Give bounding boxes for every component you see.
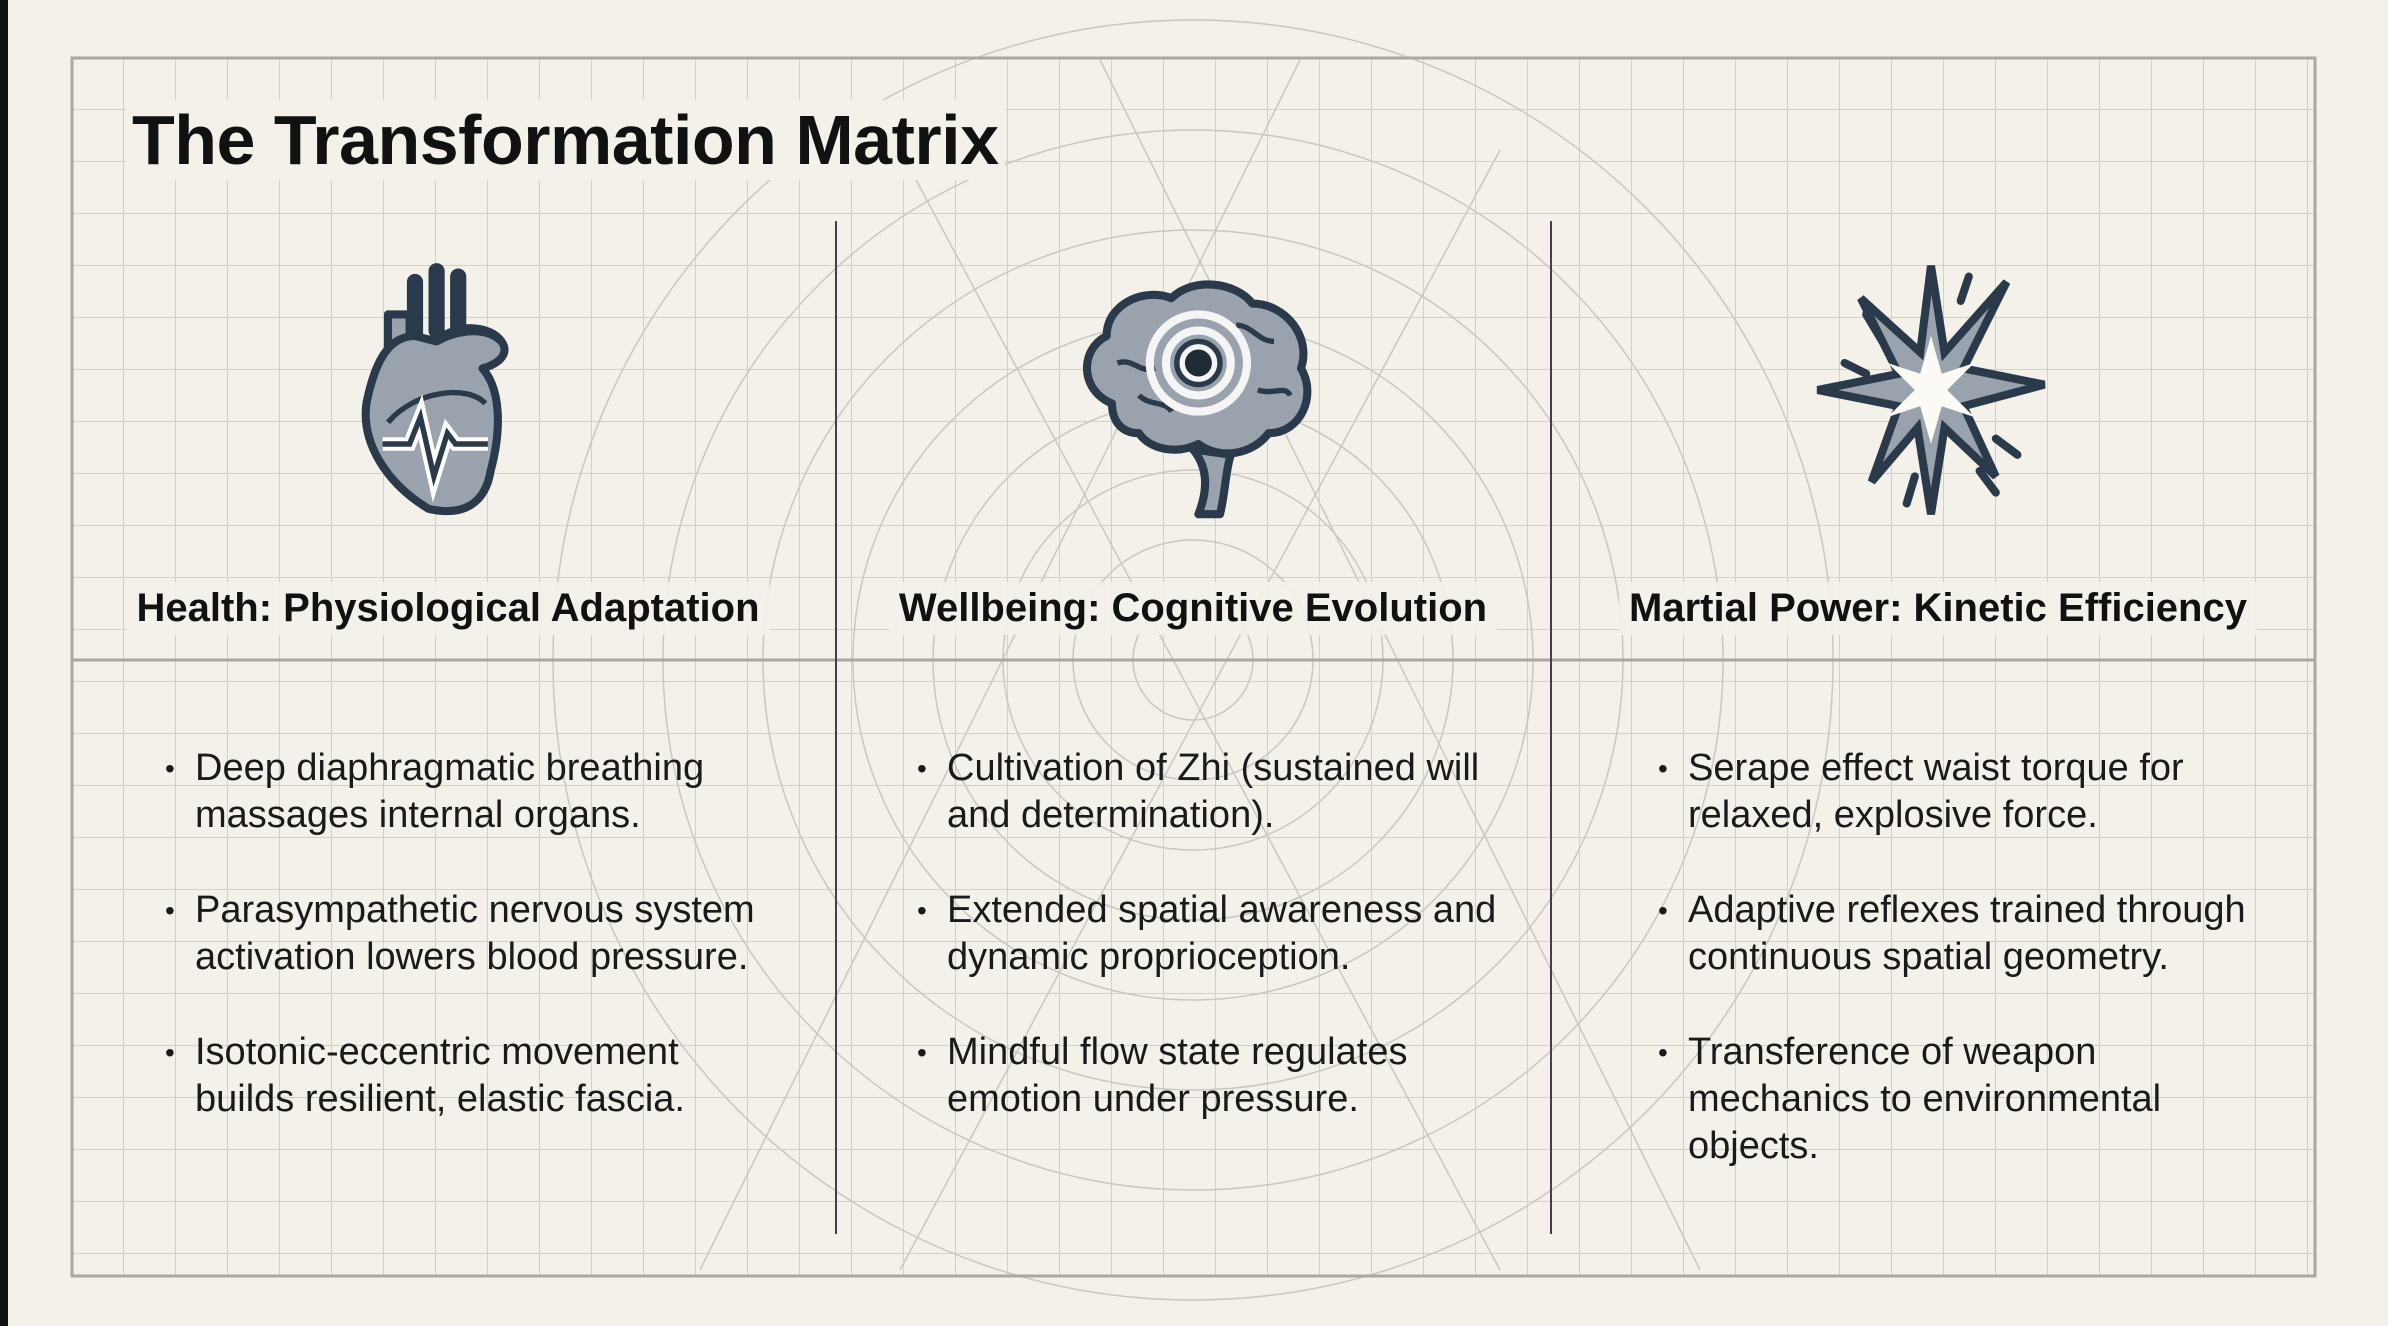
list-item: Adaptive reflexes trained through contin… bbox=[1658, 887, 2248, 981]
column-heading: Wellbeing: Cognitive Evolution bbox=[888, 582, 1498, 635]
column-heading: Martial Power: Kinetic Efficiency bbox=[1619, 582, 2257, 635]
list-item: Parasympathetic nervous system activatio… bbox=[165, 887, 785, 981]
bullet-list: Cultivation of Zhi (sustained will and d… bbox=[917, 745, 1507, 1171]
brain-icon bbox=[1082, 280, 1312, 519]
list-item: Cultivation of Zhi (sustained will and d… bbox=[917, 745, 1507, 839]
list-item: Transference of weapon mechanics to envi… bbox=[1658, 1029, 2248, 1170]
heart-icon bbox=[361, 263, 509, 516]
bullet-list: Deep diaphragmatic breathing massages in… bbox=[165, 745, 785, 1171]
list-item: Mindful flow state regulates emotion und… bbox=[917, 1029, 1507, 1123]
starburst-icon bbox=[1816, 265, 2046, 515]
list-item: Isotonic-eccentric movement builds resil… bbox=[165, 1029, 785, 1123]
list-item: Deep diaphragmatic breathing massages in… bbox=[165, 745, 785, 839]
page-title: The Transformation Matrix bbox=[126, 100, 1005, 180]
column-divider bbox=[1550, 221, 1552, 1234]
list-item: Extended spatial awareness and dynamic p… bbox=[917, 887, 1507, 981]
column-heading: Health: Physiological Adaptation bbox=[126, 582, 770, 635]
column-divider bbox=[835, 221, 837, 1234]
left-edge bbox=[0, 0, 8, 1326]
bullet-list: Serape effect waist torque for relaxed, … bbox=[1658, 745, 2248, 1218]
list-item: Serape effect waist torque for relaxed, … bbox=[1658, 745, 2248, 839]
